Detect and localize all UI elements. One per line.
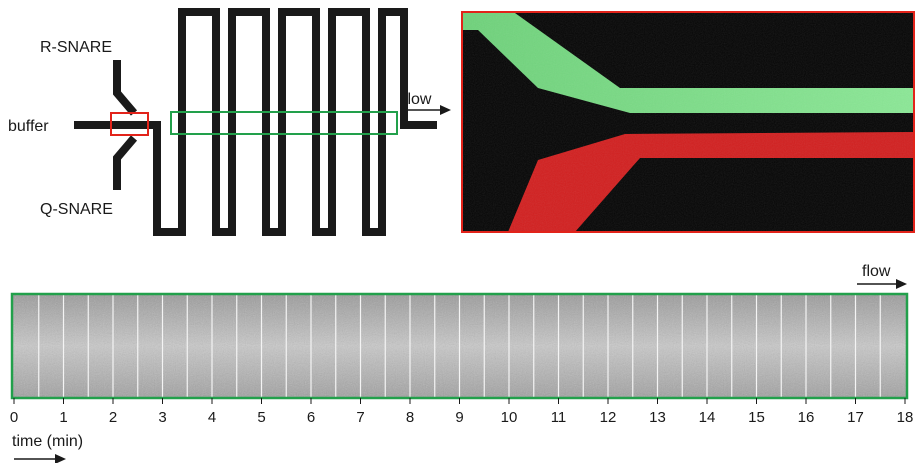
q-snare-label: Q-SNARE xyxy=(40,201,113,218)
time-tick-label: 15 xyxy=(748,409,765,426)
time-tick-label: 9 xyxy=(455,409,463,426)
kymograph-frame-dividers xyxy=(38,295,881,397)
time-tick-label: 0 xyxy=(10,409,18,426)
buffer-label: buffer xyxy=(8,118,49,135)
junction-highlight-box xyxy=(110,112,149,136)
time-tick-label: 10 xyxy=(501,409,518,426)
time-tick-label: 16 xyxy=(798,409,815,426)
time-tick-label: 5 xyxy=(257,409,265,426)
flow-arrow-top xyxy=(403,105,451,115)
time-tick-label: 14 xyxy=(699,409,716,426)
observation-highlight-box xyxy=(170,111,398,135)
time-tick-label: 6 xyxy=(307,409,315,426)
time-tick-label: 1 xyxy=(59,409,67,426)
time-tick-label: 18 xyxy=(897,409,914,426)
q-snare-inlet xyxy=(113,135,138,190)
time-tick-label: 8 xyxy=(406,409,414,426)
serpentine-channel xyxy=(148,8,437,236)
r-snare-label: R-SNARE xyxy=(40,39,112,56)
time-tick-label: 12 xyxy=(600,409,617,426)
time-tick-label: 7 xyxy=(356,409,364,426)
time-tick-label: 13 xyxy=(649,409,666,426)
channel-schematic xyxy=(74,8,437,236)
kymograph xyxy=(10,292,909,400)
time-arrow xyxy=(14,454,66,463)
time-tick-label: 4 xyxy=(208,409,216,426)
time-tick-label: 2 xyxy=(109,409,117,426)
time-tick-label: 17 xyxy=(847,409,864,426)
time-tick-label: 11 xyxy=(551,409,567,426)
time-tick-label: 3 xyxy=(158,409,166,426)
flow-arrow-bottom xyxy=(857,279,907,289)
time-axis-label: time (min) xyxy=(12,433,83,450)
r-snare-inlet xyxy=(113,60,138,116)
flow-label-bottom: flow xyxy=(862,263,891,280)
fluorescence-inset xyxy=(461,11,915,233)
flow-label-top: flow xyxy=(403,91,432,108)
